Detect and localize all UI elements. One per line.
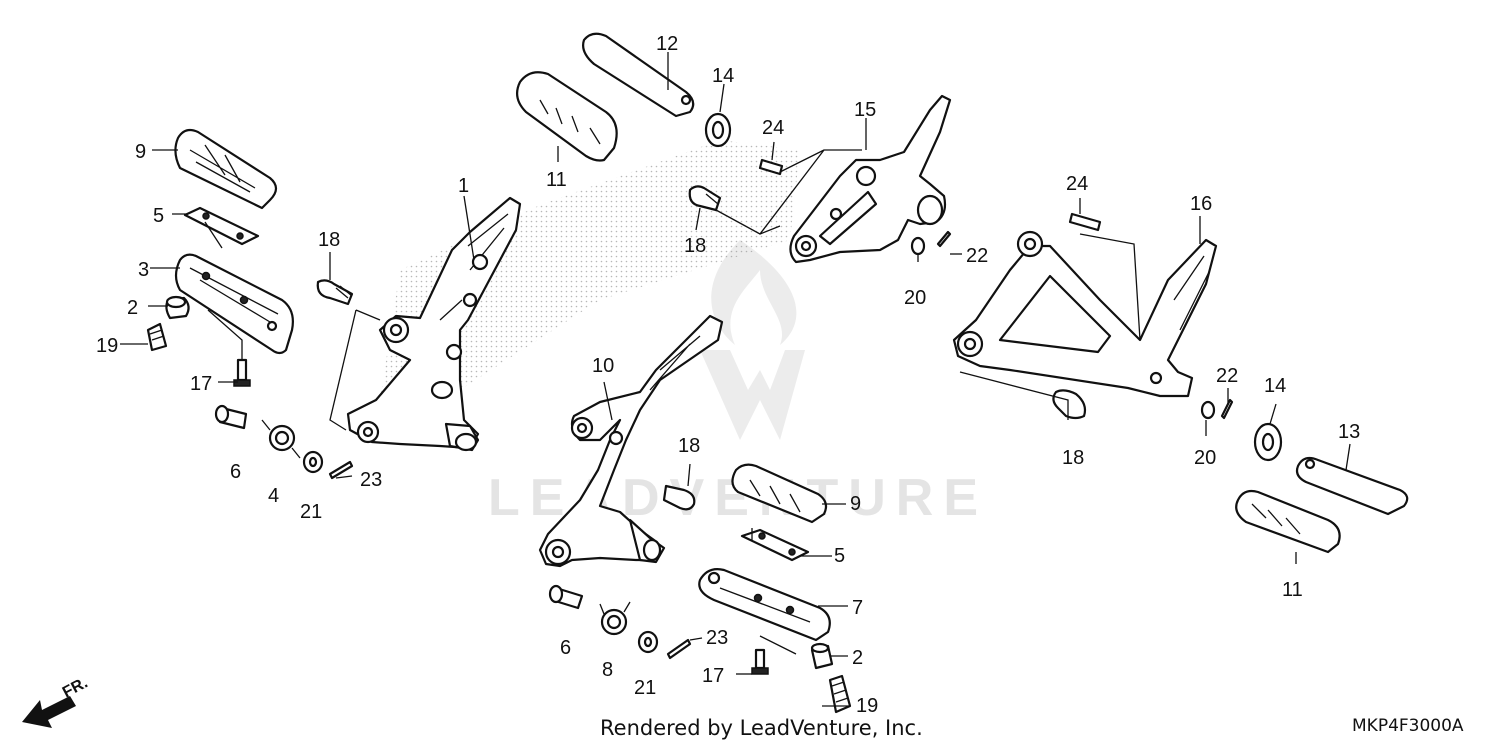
right-pin-6 xyxy=(548,584,584,610)
far-right-cotter-22 xyxy=(1220,398,1234,420)
front-label: FR. xyxy=(60,674,91,701)
callout-18c: 18 xyxy=(678,435,700,457)
right-footpeg xyxy=(698,568,831,642)
center-washer-14 xyxy=(704,112,732,148)
callout-20: 20 xyxy=(904,287,926,309)
callout-labels: 9 5 3 2 19 17 6 4 21 23 1 18 11 12 14 24… xyxy=(96,33,1360,717)
center-bolt-18 xyxy=(688,185,722,212)
callout-11: 11 xyxy=(546,169,567,191)
left-bolt-18 xyxy=(316,279,354,306)
right-spring-8 xyxy=(599,601,631,636)
right-bolt-17 xyxy=(751,648,769,675)
callout-12: 12 xyxy=(656,33,678,55)
callout-11b: 11 xyxy=(1282,579,1303,601)
callout-18b: 18 xyxy=(684,235,706,257)
callout-23: 23 xyxy=(360,469,382,491)
far-right-pin-24 xyxy=(1068,212,1102,232)
far-right-bolt-18 xyxy=(1052,389,1087,420)
far-right-washer-20 xyxy=(1200,400,1216,420)
upper-cotter-22 xyxy=(936,230,952,248)
callout-24: 24 xyxy=(762,117,784,139)
callout-2: 2 xyxy=(127,297,138,319)
callout-1: 1 xyxy=(458,175,469,197)
callout-4: 4 xyxy=(268,485,279,507)
callout-3: 3 xyxy=(138,259,149,281)
callout-22b: 22 xyxy=(1216,365,1238,387)
callout-17: 17 xyxy=(190,373,212,395)
left-spring-4 xyxy=(261,419,301,459)
right-upper-bracket xyxy=(789,94,952,264)
callout-15: 15 xyxy=(854,99,876,121)
callout-18d: 18 xyxy=(1062,447,1084,469)
callout-13: 13 xyxy=(1338,421,1360,443)
center-bolt-18-lower xyxy=(662,484,696,511)
callout-17b: 17 xyxy=(702,665,724,687)
left-washer-21 xyxy=(302,450,324,474)
callout-23b: 23 xyxy=(706,627,728,649)
callout-8: 8 xyxy=(602,659,613,681)
callout-2b: 2 xyxy=(852,647,863,669)
callout-21b: 21 xyxy=(634,677,656,699)
callout-9: 9 xyxy=(135,141,146,163)
center-pin-24 xyxy=(758,158,784,176)
right-footpeg-plate xyxy=(740,528,810,562)
far-right-cover-13 xyxy=(1295,456,1409,516)
left-pin-6 xyxy=(214,404,248,430)
left-collar xyxy=(165,295,190,320)
far-right-bracket xyxy=(952,230,1218,398)
left-cotter-23 xyxy=(328,460,354,480)
callout-14: 14 xyxy=(712,65,734,87)
drawing-code: MKP4F3000A xyxy=(1352,716,1464,736)
center-lower-bracket xyxy=(538,314,724,568)
callout-22: 22 xyxy=(966,245,988,267)
callout-19b: 19 xyxy=(856,695,878,717)
left-footpeg xyxy=(174,253,294,355)
callout-6: 6 xyxy=(230,461,241,483)
callout-10: 10 xyxy=(592,355,614,377)
callout-19: 19 xyxy=(96,335,118,357)
right-collar-2 xyxy=(810,642,834,670)
callout-7: 7 xyxy=(852,597,863,619)
far-right-rubber-11 xyxy=(1235,489,1341,554)
render-credit: Rendered by LeadVenture, Inc. xyxy=(600,716,923,740)
right-cotter-23 xyxy=(666,638,692,660)
center-peg-cover-12 xyxy=(582,32,695,118)
left-bracket xyxy=(346,196,522,452)
front-arrow: FR. xyxy=(22,674,91,728)
callout-20b: 20 xyxy=(1194,447,1216,469)
center-peg-rubber-11 xyxy=(515,71,618,162)
left-footpeg-rubber xyxy=(174,128,278,210)
callout-16: 16 xyxy=(1190,193,1212,215)
callout-18: 18 xyxy=(318,229,340,251)
right-washer-21 xyxy=(637,630,659,654)
far-right-washer-14 xyxy=(1253,422,1283,462)
callout-5b: 5 xyxy=(834,545,845,567)
callout-14b: 14 xyxy=(1264,375,1286,397)
callout-9b: 9 xyxy=(850,493,861,515)
left-footpeg-plate xyxy=(183,206,260,246)
callout-24b: 24 xyxy=(1066,173,1088,195)
upper-washer-20 xyxy=(910,236,926,256)
callout-5: 5 xyxy=(153,205,164,227)
callout-21: 21 xyxy=(300,501,322,523)
left-bolt-19 xyxy=(146,322,168,352)
leader-lines xyxy=(120,52,1351,707)
callout-6b: 6 xyxy=(560,637,571,659)
